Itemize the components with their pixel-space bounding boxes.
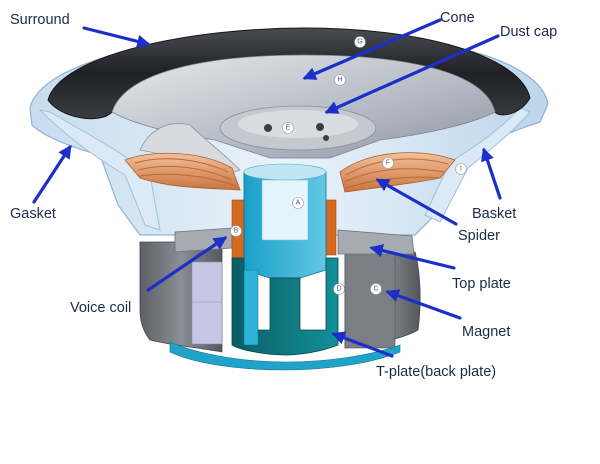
magnet-right-face: [344, 251, 396, 349]
label-voice-coil: Voice coil: [70, 300, 131, 316]
arrow-dust-cap: [324, 34, 500, 114]
t-plate-base: [169, 341, 401, 371]
arrow-basket: [481, 147, 502, 200]
arrow-gasket: [32, 144, 72, 204]
magnet-left-face: [191, 261, 223, 345]
marker-circle: [455, 163, 467, 175]
pole-top: [243, 163, 327, 181]
marker-b: B: [234, 228, 239, 235]
marker-f: F: [386, 160, 390, 167]
marker-e: E: [286, 125, 291, 132]
arrow-magnet: [385, 289, 462, 320]
marker-circle: [334, 74, 346, 86]
marker-circle: [370, 283, 382, 295]
voice-coil-right: [325, 199, 337, 256]
label-gasket: Gasket: [10, 206, 56, 222]
pole-inner: [261, 179, 309, 241]
pole-stem: [243, 269, 259, 346]
marker-g: G: [357, 39, 362, 46]
dust-cap-highlight: [238, 110, 358, 138]
label-cone: Cone: [440, 10, 475, 26]
arrow-voice-coil: [146, 236, 228, 292]
marker-h: H: [337, 77, 342, 84]
label-t-plate: T-plate(back plate): [376, 364, 496, 380]
label-dust-cap: Dust cap: [500, 24, 557, 40]
label-top-plate: Top plate: [452, 276, 511, 292]
arrow-cone: [302, 18, 442, 80]
vent-hole: [323, 135, 329, 141]
part-markers: G H E F I A B C D: [230, 36, 467, 295]
marker-circle: [354, 36, 366, 48]
t-plate: [231, 257, 339, 356]
spider-ridges: [134, 158, 237, 187]
arrow-spider: [375, 178, 458, 226]
marker-c: C: [373, 286, 378, 293]
basket-arm-right: [424, 107, 531, 223]
marker-a: A: [296, 200, 301, 207]
marker-circle: [230, 225, 242, 237]
marker-circle: [333, 283, 345, 295]
arrow-t-plate: [331, 331, 394, 358]
spider-left: [124, 152, 241, 191]
marker-circle: [282, 122, 294, 134]
arrow-top-plate: [369, 244, 456, 270]
marker-i: I: [460, 166, 462, 173]
marker-circle: [292, 197, 304, 209]
arrow-surround: [82, 26, 151, 48]
label-surround: Surround: [10, 12, 70, 28]
marker-circle: [382, 157, 394, 169]
speaker-illustration: [29, 27, 549, 371]
label-spider: Spider: [458, 228, 500, 244]
label-magnet: Magnet: [462, 324, 510, 340]
label-basket: Basket: [472, 206, 516, 222]
spider-ridges: [343, 158, 449, 189]
callout-labels: Surround Cone Dust cap Gasket Basket Spi…: [10, 10, 557, 380]
callout-arrows: [32, 18, 502, 358]
vent-hole: [264, 124, 272, 132]
vent-hole: [316, 123, 324, 131]
marker-d: D: [336, 286, 341, 293]
